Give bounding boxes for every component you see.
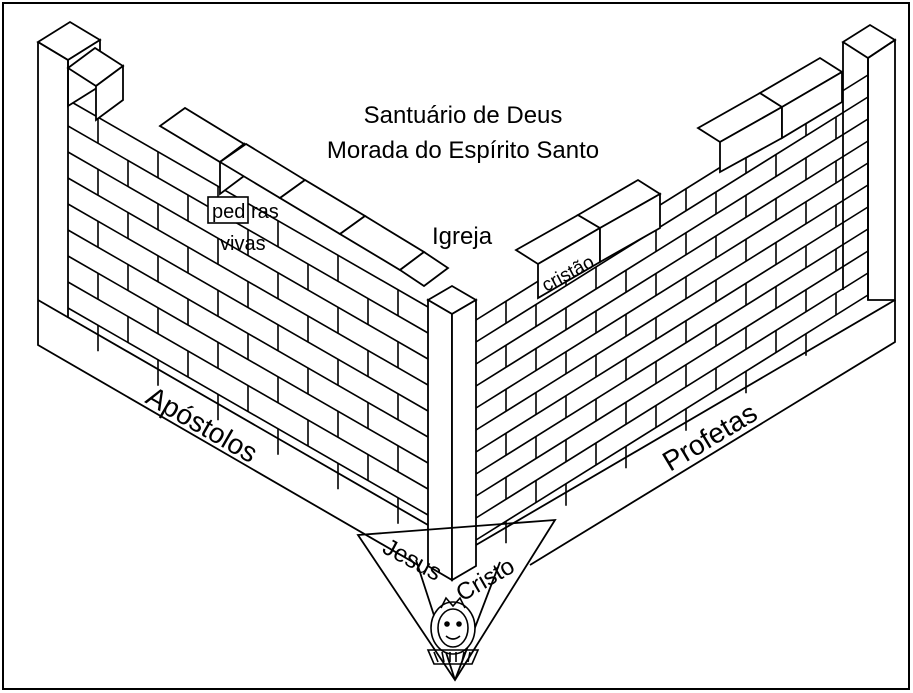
- brick-line: [475, 250, 869, 497]
- brick-line: [67, 203, 429, 412]
- foundation-base: [37, 42, 896, 566]
- living-stones-part-1: ped: [212, 201, 245, 223]
- brick-line: [475, 184, 869, 431]
- corner-pillar: [426, 284, 478, 582]
- brick-line: [475, 206, 869, 453]
- brick-line: [67, 151, 429, 360]
- brick-line: [475, 118, 869, 365]
- title-line-1: Santuário de Deus: [364, 102, 563, 129]
- right-wall-top-bricks: [514, 23, 897, 301]
- left-wall: [67, 99, 429, 524]
- brick-line: [67, 307, 429, 516]
- brick-line: [475, 272, 869, 519]
- brick-line: [475, 96, 869, 343]
- church-label: Igreja: [432, 223, 493, 250]
- living-stones-label: ped ras vivas: [207, 196, 279, 255]
- crowned-head-emblem-icon: [426, 596, 480, 665]
- brick-line: [475, 162, 869, 409]
- brick-line: [475, 140, 869, 387]
- brick-line: [475, 294, 869, 541]
- living-stones-part-2: ras: [251, 201, 279, 223]
- brick-line: [475, 228, 869, 475]
- living-stones-part-3: vivas: [220, 233, 266, 255]
- left-wall-top-bricks: [36, 20, 450, 288]
- brick-line: [67, 255, 429, 464]
- title-line-2: Morada do Espírito Santo: [327, 137, 599, 164]
